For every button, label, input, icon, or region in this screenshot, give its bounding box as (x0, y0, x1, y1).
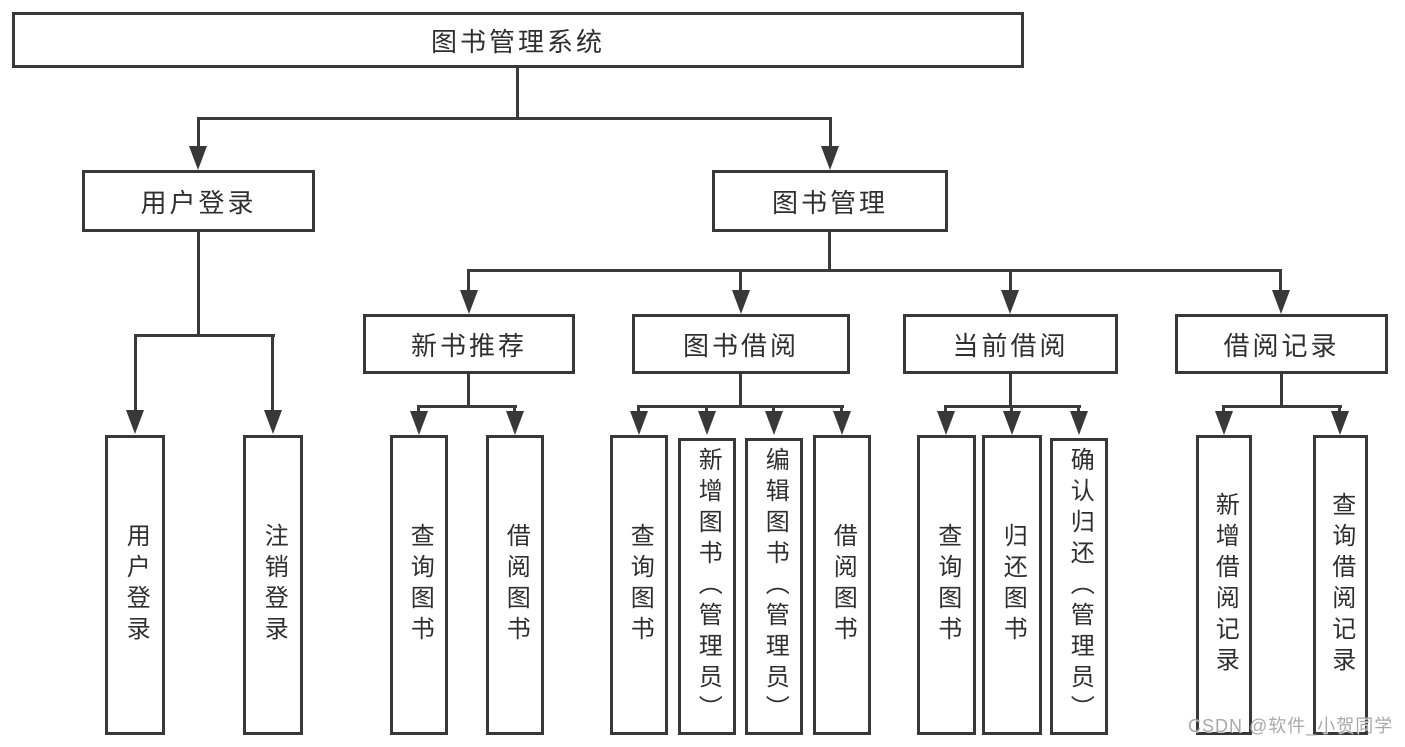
leaf-add-borrow-record: 新增借阅记录 (1196, 435, 1252, 735)
leaf-user-login: 用户登录 (105, 435, 165, 735)
connector-line (418, 405, 517, 408)
leaf-borrow-book-recommend: 借阅图书 (486, 435, 544, 735)
leaf-logout-login: 注销登录 (243, 435, 303, 735)
arrow-down-icon (189, 146, 207, 170)
arrow-down-icon (821, 146, 839, 170)
leaf-query-book-recommend-label: 查询图书 (406, 523, 434, 647)
node-book-borrow-label: 图书借阅 (682, 330, 799, 361)
connector-line (1077, 405, 1080, 413)
node-book-borrow: 图书借阅 (632, 314, 850, 374)
connector-line (739, 269, 742, 291)
connector-line (271, 334, 274, 411)
connector-line (638, 405, 844, 408)
leaf-edit-book-admin: 编辑图书（管理员） (745, 438, 803, 735)
connector-line (1223, 405, 1342, 408)
arrow-down-icon (506, 411, 524, 435)
csdn-watermark: CSDN @软件_小贺同学 (1188, 716, 1394, 736)
connector-line (468, 269, 1282, 272)
node-borrow-record-label: 借阅记录 (1223, 330, 1340, 361)
node-current-borrow-label: 当前借阅 (952, 330, 1069, 361)
connector-line (828, 232, 831, 272)
node-borrow-record: 借阅记录 (1175, 314, 1388, 374)
leaf-query-borrow-record-label: 查询借阅记录 (1327, 492, 1355, 678)
arrow-down-icon (410, 411, 428, 435)
arrow-down-icon (765, 411, 783, 435)
arrow-down-icon (833, 411, 851, 435)
node-book-management-label: 图书管理 (771, 187, 888, 218)
connector-line (513, 405, 516, 413)
connector-line (1009, 374, 1012, 408)
arrow-down-icon (1272, 290, 1290, 314)
node-root-label: 图书管理系统 (430, 26, 605, 57)
leaf-query-book-current-label: 查询图书 (933, 523, 961, 647)
connector-line (197, 117, 832, 120)
arrow-down-icon (630, 411, 648, 435)
leaf-query-book-borrow: 查询图书 (610, 435, 668, 735)
connector-line (772, 405, 775, 413)
connector-line (1009, 269, 1012, 291)
connector-line (705, 405, 708, 413)
node-root: 图书管理系统 (12, 12, 1024, 68)
arrow-down-icon (1331, 411, 1349, 435)
leaf-confirm-return-admin-label: 确认归还（管理员） (1066, 447, 1094, 726)
leaf-edit-book-admin-label: 编辑图书（管理员） (761, 447, 789, 726)
arrow-down-icon (698, 411, 716, 435)
connector-line (467, 374, 470, 408)
leaf-confirm-return-admin: 确认归还（管理员） (1050, 438, 1108, 735)
connector-line (1279, 269, 1282, 291)
arrow-down-icon (460, 290, 478, 314)
connector-line (840, 405, 843, 413)
leaf-return-book: 归还图书 (982, 435, 1042, 735)
leaf-add-book-admin: 新增图书（管理员） (678, 438, 736, 735)
arrow-down-icon (937, 411, 955, 435)
leaf-query-book-current: 查询图书 (917, 435, 976, 735)
connector-line (944, 405, 947, 413)
arrow-down-icon (732, 290, 750, 314)
connector-line (197, 117, 200, 148)
connector-line (467, 269, 470, 291)
leaf-borrow-book-recommend-label: 借阅图书 (502, 523, 530, 647)
node-book-management: 图书管理 (712, 170, 948, 232)
leaf-query-book-recommend: 查询图书 (390, 435, 448, 735)
node-user-login-label: 用户登录 (140, 187, 257, 218)
leaf-user-login-label: 用户登录 (122, 523, 150, 647)
node-new-book-recommend-label: 新书推荐 (410, 330, 527, 361)
arrow-down-icon (264, 410, 282, 434)
node-current-borrow: 当前借阅 (903, 314, 1118, 374)
leaf-query-book-borrow-label: 查询图书 (626, 523, 654, 647)
arrow-down-icon (1001, 290, 1019, 314)
connector-line (1280, 374, 1283, 408)
arrow-down-icon (1215, 411, 1233, 435)
arrow-down-icon (1070, 411, 1088, 435)
leaf-query-borrow-record: 查询借阅记录 (1313, 435, 1368, 735)
connector-line (739, 374, 742, 408)
arrow-down-icon (126, 410, 144, 434)
leaf-borrow-book-borrow: 借阅图书 (813, 435, 871, 735)
connector-line (1010, 405, 1013, 413)
connector-line (417, 405, 420, 413)
connector-line (134, 334, 275, 337)
connector-line (1338, 405, 1341, 413)
connector-line (637, 405, 640, 413)
leaf-logout-login-label: 注销登录 (260, 523, 288, 647)
connector-line (829, 117, 832, 148)
connector-line (945, 405, 1081, 408)
leaf-add-book-admin-label: 新增图书（管理员） (694, 447, 722, 726)
leaf-borrow-book-borrow-label: 借阅图书 (829, 523, 857, 647)
connector-line (516, 68, 519, 119)
connector-line (1222, 405, 1225, 413)
leaf-add-borrow-record-label: 新增借阅记录 (1211, 492, 1239, 678)
leaf-return-book-label: 归还图书 (999, 523, 1027, 647)
connector-line (197, 232, 200, 337)
connector-line (134, 334, 137, 411)
arrow-down-icon (1003, 411, 1021, 435)
node-user-login: 用户登录 (82, 170, 315, 232)
node-new-book-recommend: 新书推荐 (363, 314, 575, 374)
